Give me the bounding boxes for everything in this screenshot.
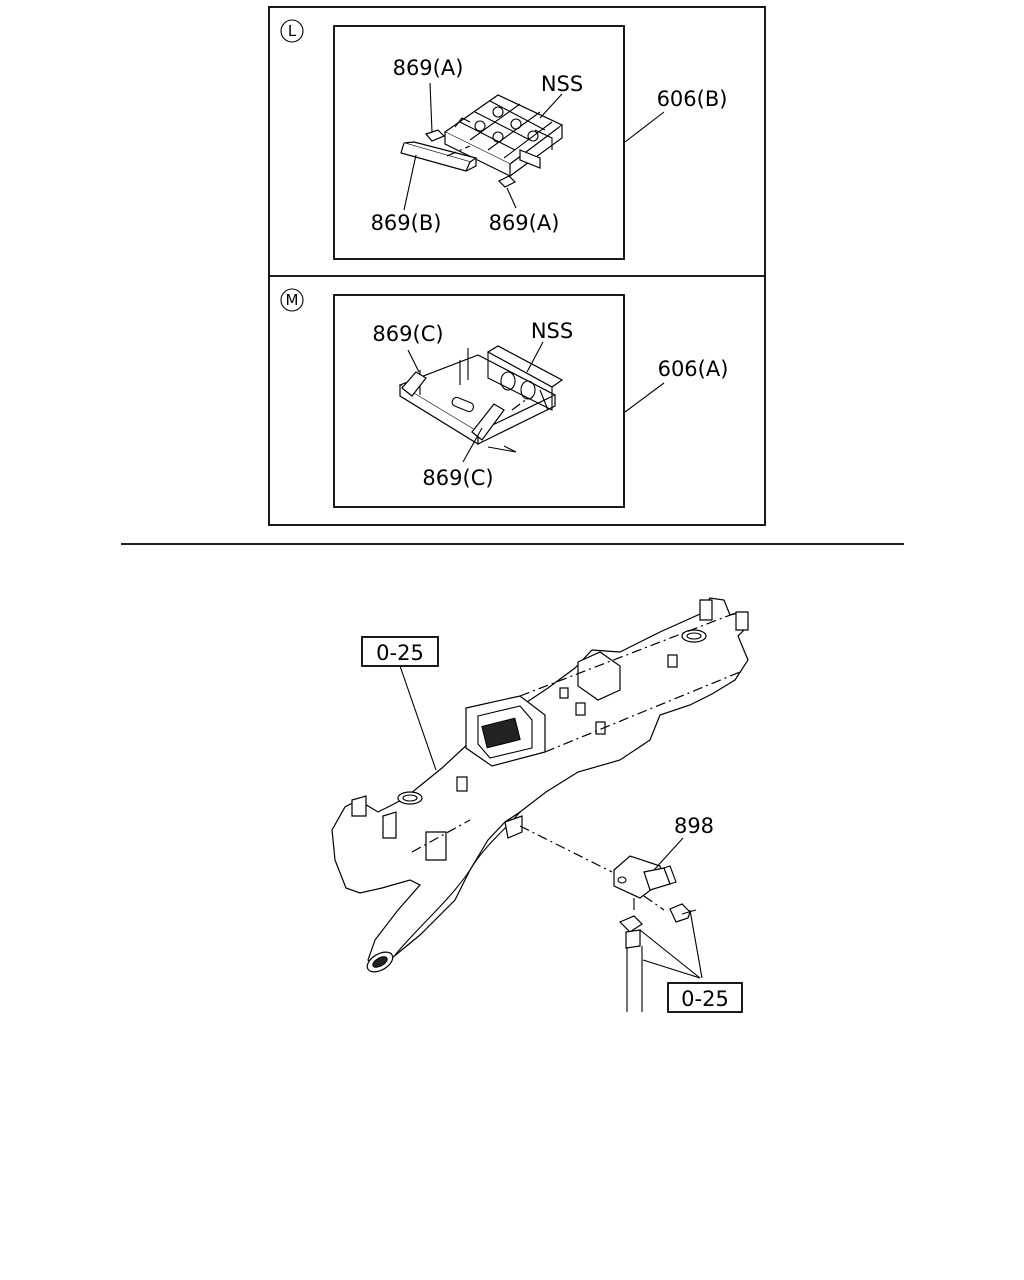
- label-869b: 869(B): [371, 211, 442, 235]
- marker-l-circle: [280, 19, 304, 43]
- sensor-898: [613, 855, 677, 911]
- panel-l-inset: [333, 25, 625, 260]
- bolt-and-hose: [618, 903, 697, 1012]
- marker-m: M: [286, 291, 299, 309]
- ref-box-upper: [361, 636, 439, 667]
- label-869c-bottom: 869(C): [422, 466, 493, 490]
- label-nss-m: NSS: [531, 319, 573, 343]
- ref-box-lower: [667, 982, 743, 1013]
- label-606a: 606(A): [658, 357, 729, 381]
- ref-box-upper-text: 0-25: [376, 641, 424, 665]
- label-898: 898: [674, 814, 714, 838]
- panel-m-inset: [333, 294, 625, 508]
- intake-manifold-illustration: [331, 597, 749, 973]
- marker-m-circle: [280, 288, 304, 312]
- panel-l: L: [280, 19, 728, 260]
- label-869a-top: 869(A): [393, 56, 464, 80]
- upper-frame: [268, 6, 766, 526]
- label-nss-l: NSS: [541, 72, 583, 96]
- panel-m: M 869(C) NSS 606(A) 869(C): [280, 288, 729, 508]
- tray-illustration-m: [398, 345, 564, 453]
- label-869c-top: 869(C): [372, 322, 443, 346]
- label-869a-bottom: 869(A): [489, 211, 560, 235]
- tray-illustration-l: [400, 94, 564, 188]
- ref-box-lower-text: 0-25: [681, 987, 729, 1011]
- marker-l: L: [288, 22, 297, 40]
- label-606b: 606(B): [657, 87, 728, 111]
